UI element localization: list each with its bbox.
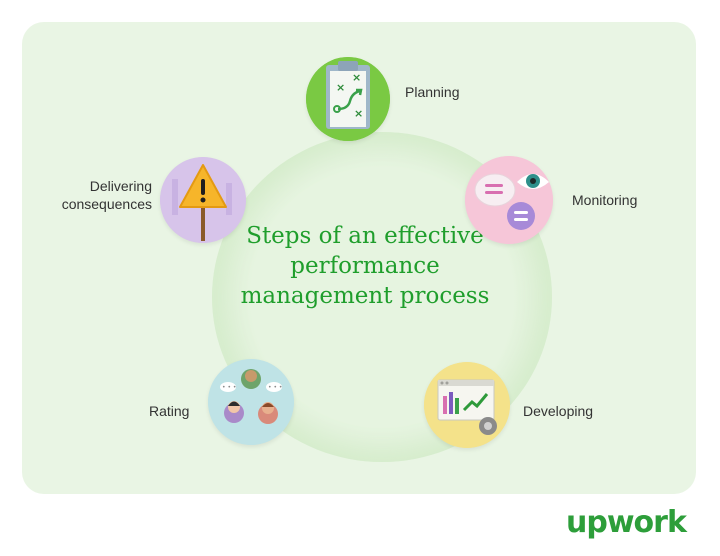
title-line-1: Steps of an effective xyxy=(246,223,484,249)
eye-chat-icon xyxy=(465,156,553,244)
step-label-delivering-consequences: Delivering consequences xyxy=(40,177,152,213)
title-line-3: management process xyxy=(240,283,490,309)
diagram-title: Steps of an effective performance manage… xyxy=(210,221,520,311)
svg-text:• • •: • • • xyxy=(222,384,236,391)
warning-sign-icon xyxy=(160,157,246,243)
step-label-planning: Planning xyxy=(405,84,460,100)
step-label-delivering-line-1: Delivering xyxy=(89,178,152,194)
people-rating-icon: • • • • • • xyxy=(208,359,294,445)
growth-chart-icon xyxy=(424,362,510,448)
title-line-2: performance xyxy=(290,253,440,279)
upwork-logo: upwork xyxy=(566,505,687,540)
svg-text:×: × xyxy=(352,71,361,84)
svg-text:×: × xyxy=(354,107,363,120)
svg-text:×: × xyxy=(336,81,345,94)
step-label-developing: Developing xyxy=(523,403,594,419)
step-label-monitoring: Monitoring xyxy=(572,192,638,208)
clipboard-plan-icon: × × × xyxy=(306,57,390,141)
step-label-delivering-line-2: consequences xyxy=(61,196,152,212)
svg-text:• • •: • • • xyxy=(268,384,282,391)
step-label-rating: Rating xyxy=(149,403,190,419)
